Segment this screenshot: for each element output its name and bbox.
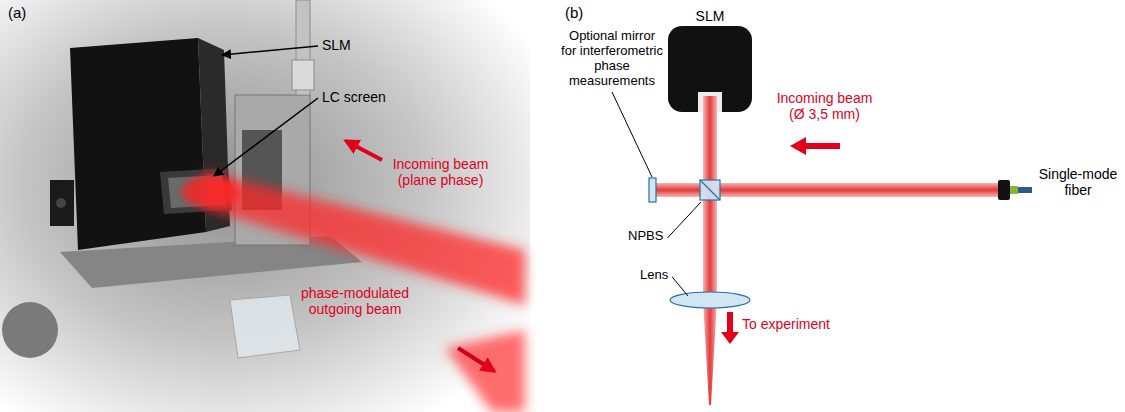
- beam-reflection: [445, 330, 525, 412]
- lens: [670, 292, 750, 308]
- fiber-connector: [998, 180, 1010, 200]
- beam-direction-arrow: [458, 348, 494, 371]
- beam-direction-arrow: [790, 137, 840, 155]
- panel-letter: (b): [565, 4, 583, 21]
- beam-direction-arrow: [721, 312, 739, 344]
- leader-line: [672, 277, 688, 296]
- beam-splitter-cube: [700, 180, 720, 200]
- mirror: [649, 178, 656, 202]
- beam-label: phase-modulated outgoing beam: [296, 285, 414, 317]
- prism: [230, 295, 300, 358]
- fiber-cable: [1018, 187, 1032, 193]
- part-label: SLM: [322, 37, 351, 53]
- slm-device: SLM: [668, 26, 752, 112]
- focused-beam: [703, 300, 717, 405]
- part-label: Lens: [640, 268, 668, 283]
- lc-screen: [698, 92, 722, 112]
- beam-splitter-diagonal: [700, 180, 720, 200]
- part-label: LC screen: [322, 89, 386, 105]
- beam-label: Incoming beam (plane phase): [388, 156, 493, 188]
- vertical-beam: [703, 108, 717, 300]
- leader-arrow: [222, 46, 318, 55]
- leader-line: [612, 92, 652, 177]
- panel-letter: (a): [8, 4, 26, 21]
- part-label: Optional mirror for interferometric phas…: [560, 28, 664, 88]
- device-name: SLM: [696, 8, 725, 24]
- leader-line: [667, 202, 701, 238]
- beam-label: To experiment: [742, 316, 830, 332]
- photo-background: [0, 0, 530, 412]
- fiber-ferrule: [1010, 186, 1018, 194]
- beam-direction-arrow: [346, 141, 382, 160]
- beam-on-screen: [703, 96, 717, 112]
- mount-knob: [2, 302, 58, 358]
- slm-housing: [70, 38, 206, 250]
- slm-screw: [56, 198, 66, 208]
- part-label: Single-mode fiber: [1035, 166, 1121, 198]
- slm-side-mount: [50, 180, 74, 226]
- part-label: NPBS: [628, 229, 663, 244]
- beam-label: Incoming beam (Ø 3,5 mm): [772, 90, 877, 122]
- micrometer-head: [292, 60, 314, 90]
- leader-arrow: [214, 98, 318, 176]
